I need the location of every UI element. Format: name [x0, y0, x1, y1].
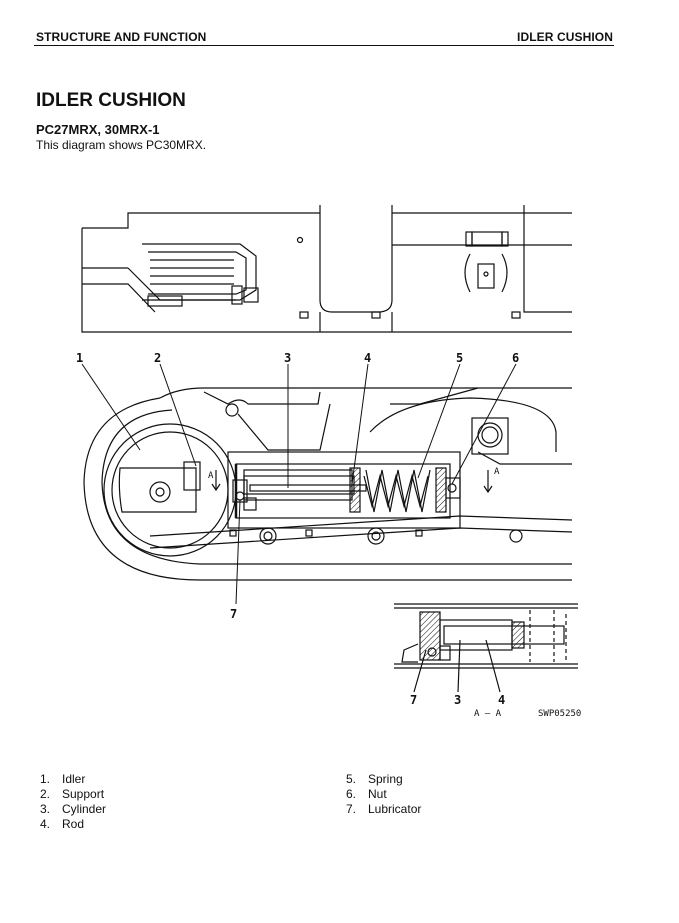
- section-label: A – A: [474, 709, 502, 719]
- parts-legend-right: 5.Spring 6.Nut 7.Lubricator: [346, 772, 421, 817]
- callout-7: 7: [230, 607, 237, 621]
- legend-item: 4.Rod: [40, 817, 85, 831]
- section-callout-7: 7: [410, 693, 417, 707]
- top-view-support: [299, 231, 521, 319]
- diagram-note: This diagram shows PC30MRX.: [36, 138, 207, 152]
- legend-item: 2.Support: [40, 787, 105, 801]
- legend-item: 1.Idler: [40, 772, 86, 786]
- callout-3: 3: [284, 351, 291, 365]
- model-subtitle: PC27MRX, 30MRX-1: [36, 122, 160, 137]
- side-view-track-belt: [83, 387, 572, 581]
- legend-item: 6.Nut: [346, 787, 387, 801]
- section-callout-3: 3: [454, 693, 461, 707]
- header-section-title: STRUCTURE AND FUNCTION: [36, 30, 207, 44]
- callout-leaders: [81, 363, 517, 605]
- legend-item: 7.Lubricator: [346, 802, 422, 816]
- page-title: IDLER CUSHION: [36, 90, 186, 111]
- section-arrows: [211, 470, 493, 494]
- side-view-spring: [349, 467, 461, 513]
- header-divider: [34, 45, 614, 46]
- callout-1: 1: [76, 351, 83, 365]
- drawing-code: SWP05250: [538, 709, 581, 719]
- side-view-frame: [203, 387, 572, 465]
- side-view-cylinder-assembly: [227, 451, 461, 529]
- section-mark-right: A: [494, 467, 500, 477]
- top-view-cylinder: [142, 236, 304, 307]
- callout-5: 5: [456, 351, 463, 365]
- legend-item: 5.Spring: [346, 772, 403, 786]
- header-page-topic: IDLER CUSHION: [517, 30, 613, 44]
- callout-6: 6: [512, 351, 519, 365]
- section-callout-4: 4: [498, 693, 505, 707]
- section-a-a-view: [394, 603, 578, 693]
- callout-4: 4: [364, 351, 371, 365]
- legend-item: 3.Cylinder: [40, 802, 107, 816]
- section-mark-left: A: [208, 471, 214, 481]
- side-view-lower-rollers: [149, 515, 573, 549]
- callout-2: 2: [154, 351, 161, 365]
- parts-legend-left: 1.Idler 2.Support 3.Cylinder 4.Rod: [40, 772, 106, 832]
